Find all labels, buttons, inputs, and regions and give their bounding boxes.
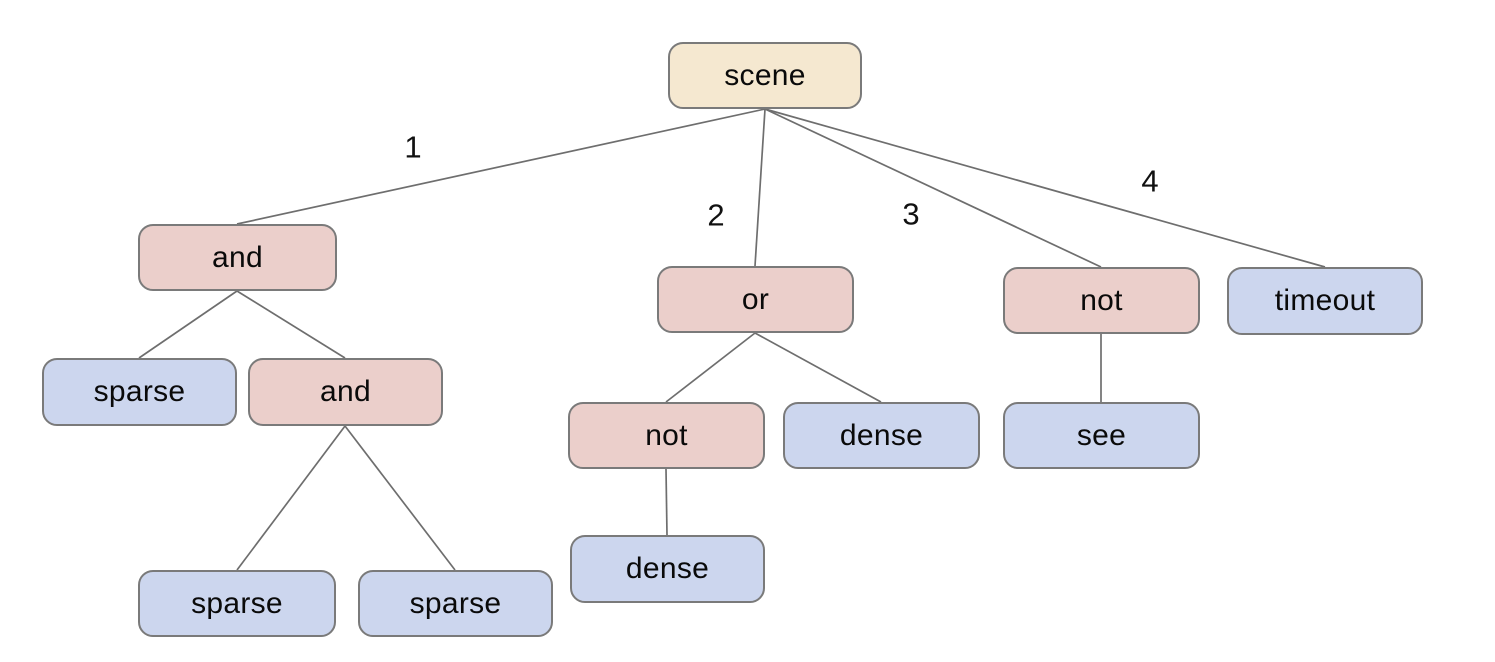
tree-node-and-1: and [138,224,337,291]
tree-edge-not-2-dense-2 [665,468,668,536]
tree-edge-scene-or-1 [754,108,766,267]
tree-edge-or-1-dense-1 [754,332,882,403]
edge-label-1: 1 [404,129,422,165]
tree-node-not-2: not [568,402,765,469]
tree-node-not-1: not [1003,267,1200,334]
tree-node-dense-1: dense [783,402,980,469]
tree-edge-and-1-sparse-1 [138,290,238,359]
edge-label-2: 2 [707,197,725,233]
tree-node-dense-2: dense [570,535,765,603]
tree-node-sparse-1: sparse [42,358,237,426]
tree-edge-and-2-sparse-3 [344,425,456,571]
tree-edge-and-1-and-2 [236,290,346,359]
edge-label-4: 4 [1141,163,1159,199]
tree-node-scene: scene [668,42,862,109]
tree-node-or-1: or [657,266,854,333]
tree-node-sparse-2: sparse [138,570,336,637]
tree-edge-and-2-sparse-2 [236,425,346,571]
tree-edge-scene-timeout-1 [764,108,1326,268]
tree-edge-scene-and-1 [236,108,766,225]
tree-node-and-2: and [248,358,443,426]
edge-label-3: 3 [902,196,920,232]
tree-node-sparse-3: sparse [358,570,553,637]
tree-node-timeout-1: timeout [1227,267,1423,335]
tree-edge-or-1-not-2 [665,332,756,403]
tree-node-see-1: see [1003,402,1200,469]
tree-edge-scene-not-1 [764,108,1102,268]
